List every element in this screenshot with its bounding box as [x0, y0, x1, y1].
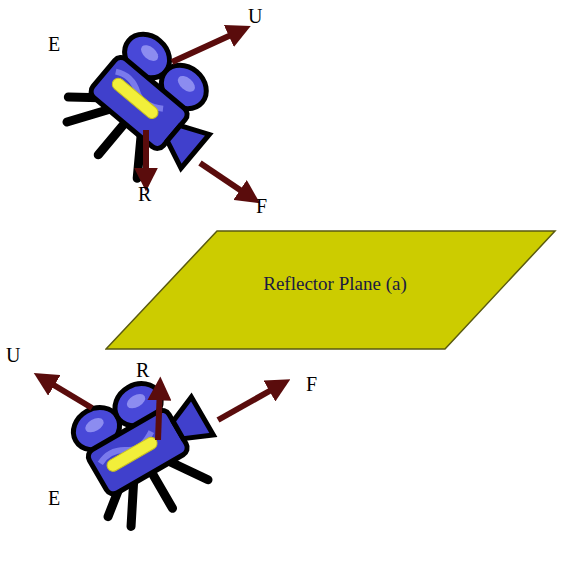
plane-label: Reflector Plane (a)	[263, 273, 406, 295]
axis-label: E	[48, 488, 60, 508]
axis-label: E	[48, 34, 60, 54]
axis-label: F	[256, 196, 267, 216]
axis-label: F	[306, 374, 317, 394]
axis-label: R	[136, 360, 149, 380]
axis-label: U	[248, 6, 262, 26]
reflector-plane: Reflector Plane (a)	[105, 230, 557, 350]
axis-label: R	[138, 184, 151, 204]
axis-label: U	[6, 345, 20, 365]
